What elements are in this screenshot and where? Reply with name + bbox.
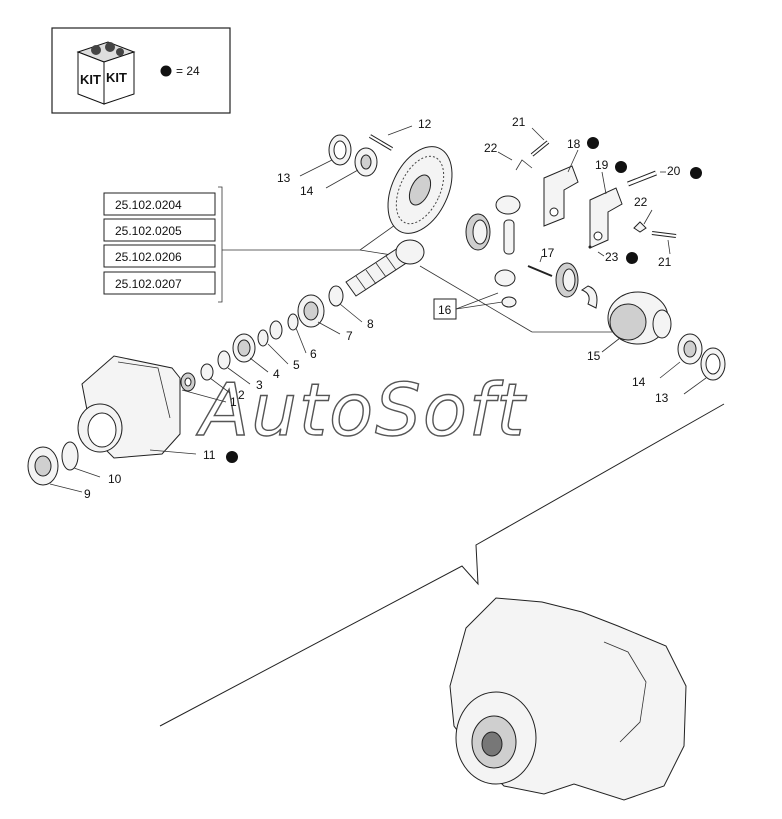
ring-gear — [387, 146, 453, 234]
bearing-cap-18 — [543, 165, 579, 227]
ref-box-group: 25.102.0204 25.102.0205 25.102.0206 25.1… — [103, 186, 403, 303]
differential-carrier — [607, 291, 672, 345]
spacer-6 — [287, 313, 299, 331]
washer-3 — [217, 350, 231, 370]
kit-label-right: KIT — [106, 70, 127, 85]
callout-3: 3 — [256, 378, 263, 392]
callout-22-upper: 22 — [484, 141, 498, 155]
assembly-view — [159, 403, 725, 801]
callout-13-lower: 13 — [655, 391, 669, 405]
cross-pin — [503, 219, 515, 255]
kit-dot-20 — [690, 167, 702, 179]
callout-16: 16 — [438, 303, 452, 317]
callout-22-lower: 22 — [634, 195, 648, 209]
washer-2 — [200, 363, 214, 381]
bolt-21-upper — [530, 140, 550, 157]
callout-17: 17 — [541, 246, 555, 260]
oring-10 — [61, 441, 79, 471]
ref-box-0206: 25.102.0206 — [115, 250, 182, 264]
callout-19: 19 — [595, 158, 609, 172]
callout-23: 23 — [605, 250, 619, 264]
nut-1 — [180, 372, 196, 392]
bolt-20 — [627, 170, 657, 187]
pin-17 — [527, 265, 553, 277]
kit-legend: KIT KIT = 24 — [51, 27, 231, 114]
callout-1: 1 — [230, 395, 237, 409]
seal-right — [700, 347, 726, 381]
bearing-cap-19 — [589, 187, 623, 249]
kit-box-icon: KIT KIT — [76, 41, 136, 105]
bolt-21-lower — [651, 231, 677, 238]
callout-20: 20 — [667, 164, 681, 178]
circlip — [580, 285, 598, 309]
ref-box-0207: 25.102.0207 — [115, 277, 182, 291]
callout-4: 4 — [273, 367, 280, 381]
kit-equals-text: = 24 — [176, 64, 200, 78]
planet-gear-upper — [495, 195, 521, 215]
bearing-right — [677, 333, 703, 365]
shim-8 — [328, 285, 344, 307]
callout-14-lower: 14 — [632, 375, 646, 389]
callout-14-upper: 14 — [300, 184, 314, 198]
callout-12: 12 — [418, 117, 432, 131]
ref-box-0204: 25.102.0204 — [115, 198, 182, 212]
callout-18: 18 — [567, 137, 581, 151]
ref-box-0205-frame — [103, 218, 216, 242]
pin-23 — [588, 245, 592, 249]
callout-10: 10 — [108, 472, 122, 486]
bearing-13-upper — [328, 134, 352, 166]
ref-box-0204-frame — [103, 192, 216, 216]
kit-dot-icon — [160, 65, 172, 77]
callout-15: 15 — [587, 349, 601, 363]
shim-5 — [269, 320, 283, 340]
callout-8: 8 — [367, 317, 374, 331]
kit-dot-18 — [587, 137, 599, 149]
callout-5: 5 — [293, 358, 300, 372]
side-gear-lower — [555, 262, 579, 298]
bearing-14-upper — [354, 147, 378, 177]
pinion-shaft — [345, 239, 425, 297]
callout-13-upper: 13 — [277, 171, 291, 185]
callout-labels: 1 2 3 4 5 6 7 8 9 10 11 12 13 14 13 14 1… — [84, 115, 681, 501]
callout-11: 11 — [203, 448, 216, 462]
axle-housing — [77, 355, 181, 459]
bearing-4 — [232, 333, 256, 363]
bolt-12 — [368, 134, 394, 151]
kit-dot-23 — [626, 252, 638, 264]
planet-gear-lower — [494, 269, 516, 287]
watermark: AutoSoft — [196, 368, 527, 452]
kit-dot-11 — [226, 451, 238, 463]
ref-box-0205: 25.102.0205 — [115, 224, 182, 238]
bearing-7 — [297, 294, 325, 328]
lock-plate-22-lower — [633, 221, 647, 233]
thrust-washer-small — [501, 296, 517, 308]
side-gear-upper — [465, 213, 491, 251]
callout-9: 9 — [84, 487, 91, 501]
callout-2: 2 — [238, 388, 245, 402]
callout-21-upper: 21 — [512, 115, 526, 129]
ref-box-0206-frame — [103, 244, 216, 268]
seal-9 — [27, 446, 59, 486]
callout-7: 7 — [346, 329, 353, 343]
kit-label-left: KIT — [80, 72, 101, 87]
callout-16-box: 16 — [433, 292, 510, 320]
ref-box-0207-frame — [103, 271, 216, 295]
shim-5b — [257, 329, 269, 347]
kit-dot-19 — [615, 161, 627, 173]
callout-6: 6 — [310, 347, 317, 361]
callout-21-lower: 21 — [658, 255, 672, 269]
lock-plate-22-upper — [515, 159, 533, 171]
